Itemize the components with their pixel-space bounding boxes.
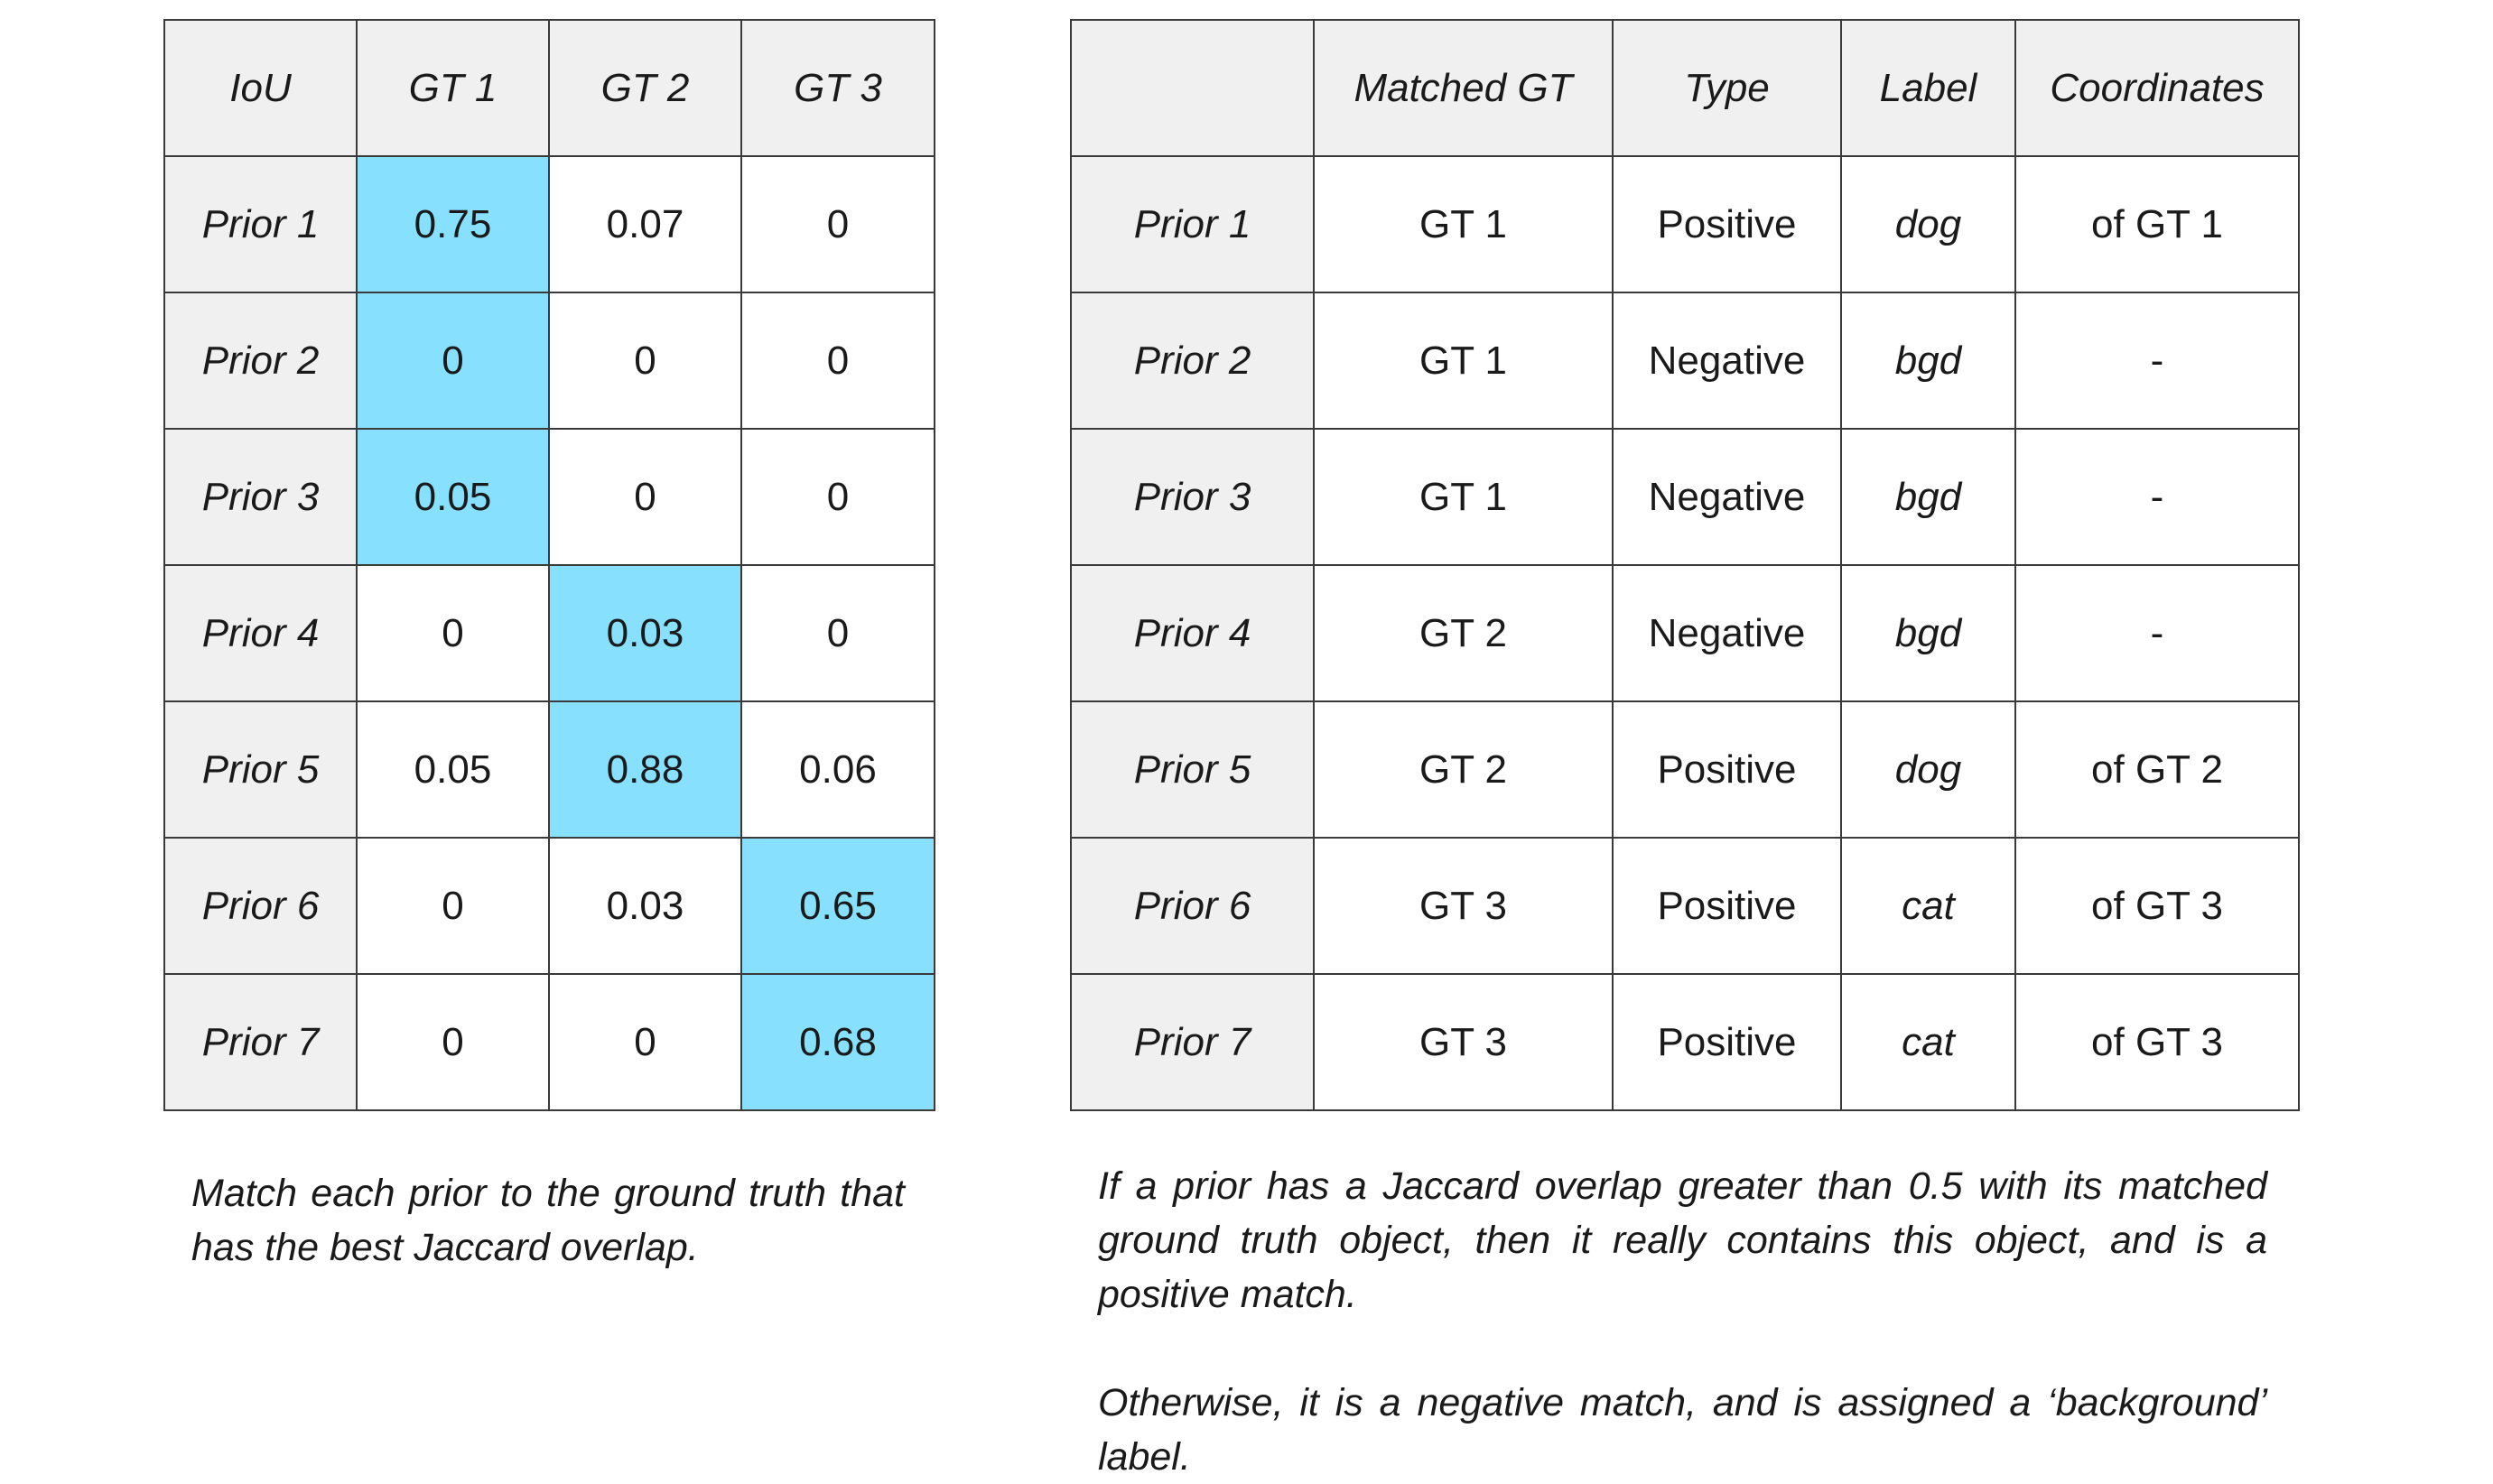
match-type-cell: Negative: [1612, 292, 1842, 430]
match-row-label: Prior 1: [1070, 155, 1315, 293]
coordinates-cell: -: [2014, 292, 2300, 430]
match-header-cell: Label: [1840, 19, 2016, 157]
match-row-label: Prior 6: [1070, 837, 1315, 975]
iou-value-cell: 0: [548, 973, 742, 1111]
match-type-cell: Negative: [1612, 428, 1842, 566]
iou-row-label: Prior 4: [163, 564, 358, 702]
caption-right-text-2: Otherwise, it is a negative match, and i…: [1098, 1381, 2267, 1479]
iou-value-cell: 0.07: [548, 155, 742, 293]
caption-right-text-1: If a prior has a Jaccard overlap greater…: [1098, 1164, 2267, 1316]
class-label-cell: dog: [1840, 700, 2016, 839]
iou-best-match-cell: 0.65: [740, 837, 935, 975]
iou-best-match-cell: 0.03: [548, 564, 742, 702]
class-label-cell: bgd: [1840, 428, 2016, 566]
iou-row-label: Prior 3: [163, 428, 358, 566]
iou-row-label: Prior 5: [163, 700, 358, 839]
match-row-label: Prior 7: [1070, 973, 1315, 1111]
iou-row-label: Prior 7: [163, 973, 358, 1111]
iou-best-match-cell: 0.88: [548, 700, 742, 839]
match-type-cell: Positive: [1612, 700, 1842, 839]
iou-row-label: Prior 6: [163, 837, 358, 975]
iou-value-cell: 0: [356, 564, 550, 702]
iou-value-cell: 0.05: [356, 700, 550, 839]
coordinates-cell: of GT 3: [2014, 837, 2300, 975]
class-label-cell: bgd: [1840, 564, 2016, 702]
class-label-cell: bgd: [1840, 292, 2016, 430]
iou-value-cell: 0.03: [548, 837, 742, 975]
class-label-cell: dog: [1840, 155, 2016, 293]
class-label-cell: cat: [1840, 837, 2016, 975]
match-type-cell: Positive: [1612, 155, 1842, 293]
iou-row-label: Prior 1: [163, 155, 358, 293]
match-row-label: Prior 2: [1070, 292, 1315, 430]
iou-row-label: Prior 2: [163, 292, 358, 430]
match-header-cell: Type: [1612, 19, 1842, 157]
caption-left-text: Match each prior to the ground truth tha…: [191, 1172, 905, 1269]
caption-right: If a prior has a Jaccard overlap greater…: [1098, 1159, 2267, 1484]
match-type-cell: Negative: [1612, 564, 1842, 702]
iou-header-cell: GT 1: [356, 19, 550, 157]
match-row-label: Prior 3: [1070, 428, 1315, 566]
iou-header-cell: GT 2: [548, 19, 742, 157]
match-corner-cell: [1070, 19, 1315, 157]
iou-value-cell: 0: [356, 837, 550, 975]
match-type-cell: Positive: [1612, 973, 1842, 1111]
matched-gt-cell: GT 1: [1313, 292, 1614, 430]
iou-value-cell: 0: [740, 155, 935, 293]
matched-gt-cell: GT 1: [1313, 428, 1614, 566]
iou-value-cell: 0: [548, 292, 742, 430]
coordinates-cell: of GT 3: [2014, 973, 2300, 1111]
coordinates-cell: of GT 1: [2014, 155, 2300, 293]
coordinates-cell: -: [2014, 564, 2300, 702]
iou-value-cell: 0: [740, 292, 935, 430]
matched-gt-cell: GT 3: [1313, 973, 1614, 1111]
match-header-cell: Matched GT: [1313, 19, 1614, 157]
iou-best-match-cell: 0.75: [356, 155, 550, 293]
coordinates-cell: of GT 2: [2014, 700, 2300, 839]
iou-best-match-cell: 0.68: [740, 973, 935, 1111]
iou-value-cell: 0.06: [740, 700, 935, 839]
matched-gt-cell: GT 2: [1313, 564, 1614, 702]
iou-value-cell: 0: [548, 428, 742, 566]
iou-value-cell: 0: [356, 973, 550, 1111]
iou-best-match-cell: 0.05: [356, 428, 550, 566]
iou-best-match-cell: 0: [356, 292, 550, 430]
iou-header-cell: IoU: [163, 19, 358, 157]
matched-gt-cell: GT 3: [1313, 837, 1614, 975]
iou-header-cell: GT 3: [740, 19, 935, 157]
caption-left: Match each prior to the ground truth tha…: [191, 1166, 905, 1275]
iou-value-cell: 0: [740, 564, 935, 702]
class-label-cell: cat: [1840, 973, 2016, 1111]
match-row-label: Prior 5: [1070, 700, 1315, 839]
coordinates-cell: -: [2014, 428, 2300, 566]
matched-gt-cell: GT 1: [1313, 155, 1614, 293]
matched-gt-cell: GT 2: [1313, 700, 1614, 839]
iou-value-cell: 0: [740, 428, 935, 566]
match-header-cell: Coordinates: [2014, 19, 2300, 157]
match-row-label: Prior 4: [1070, 564, 1315, 702]
match-type-cell: Positive: [1612, 837, 1842, 975]
